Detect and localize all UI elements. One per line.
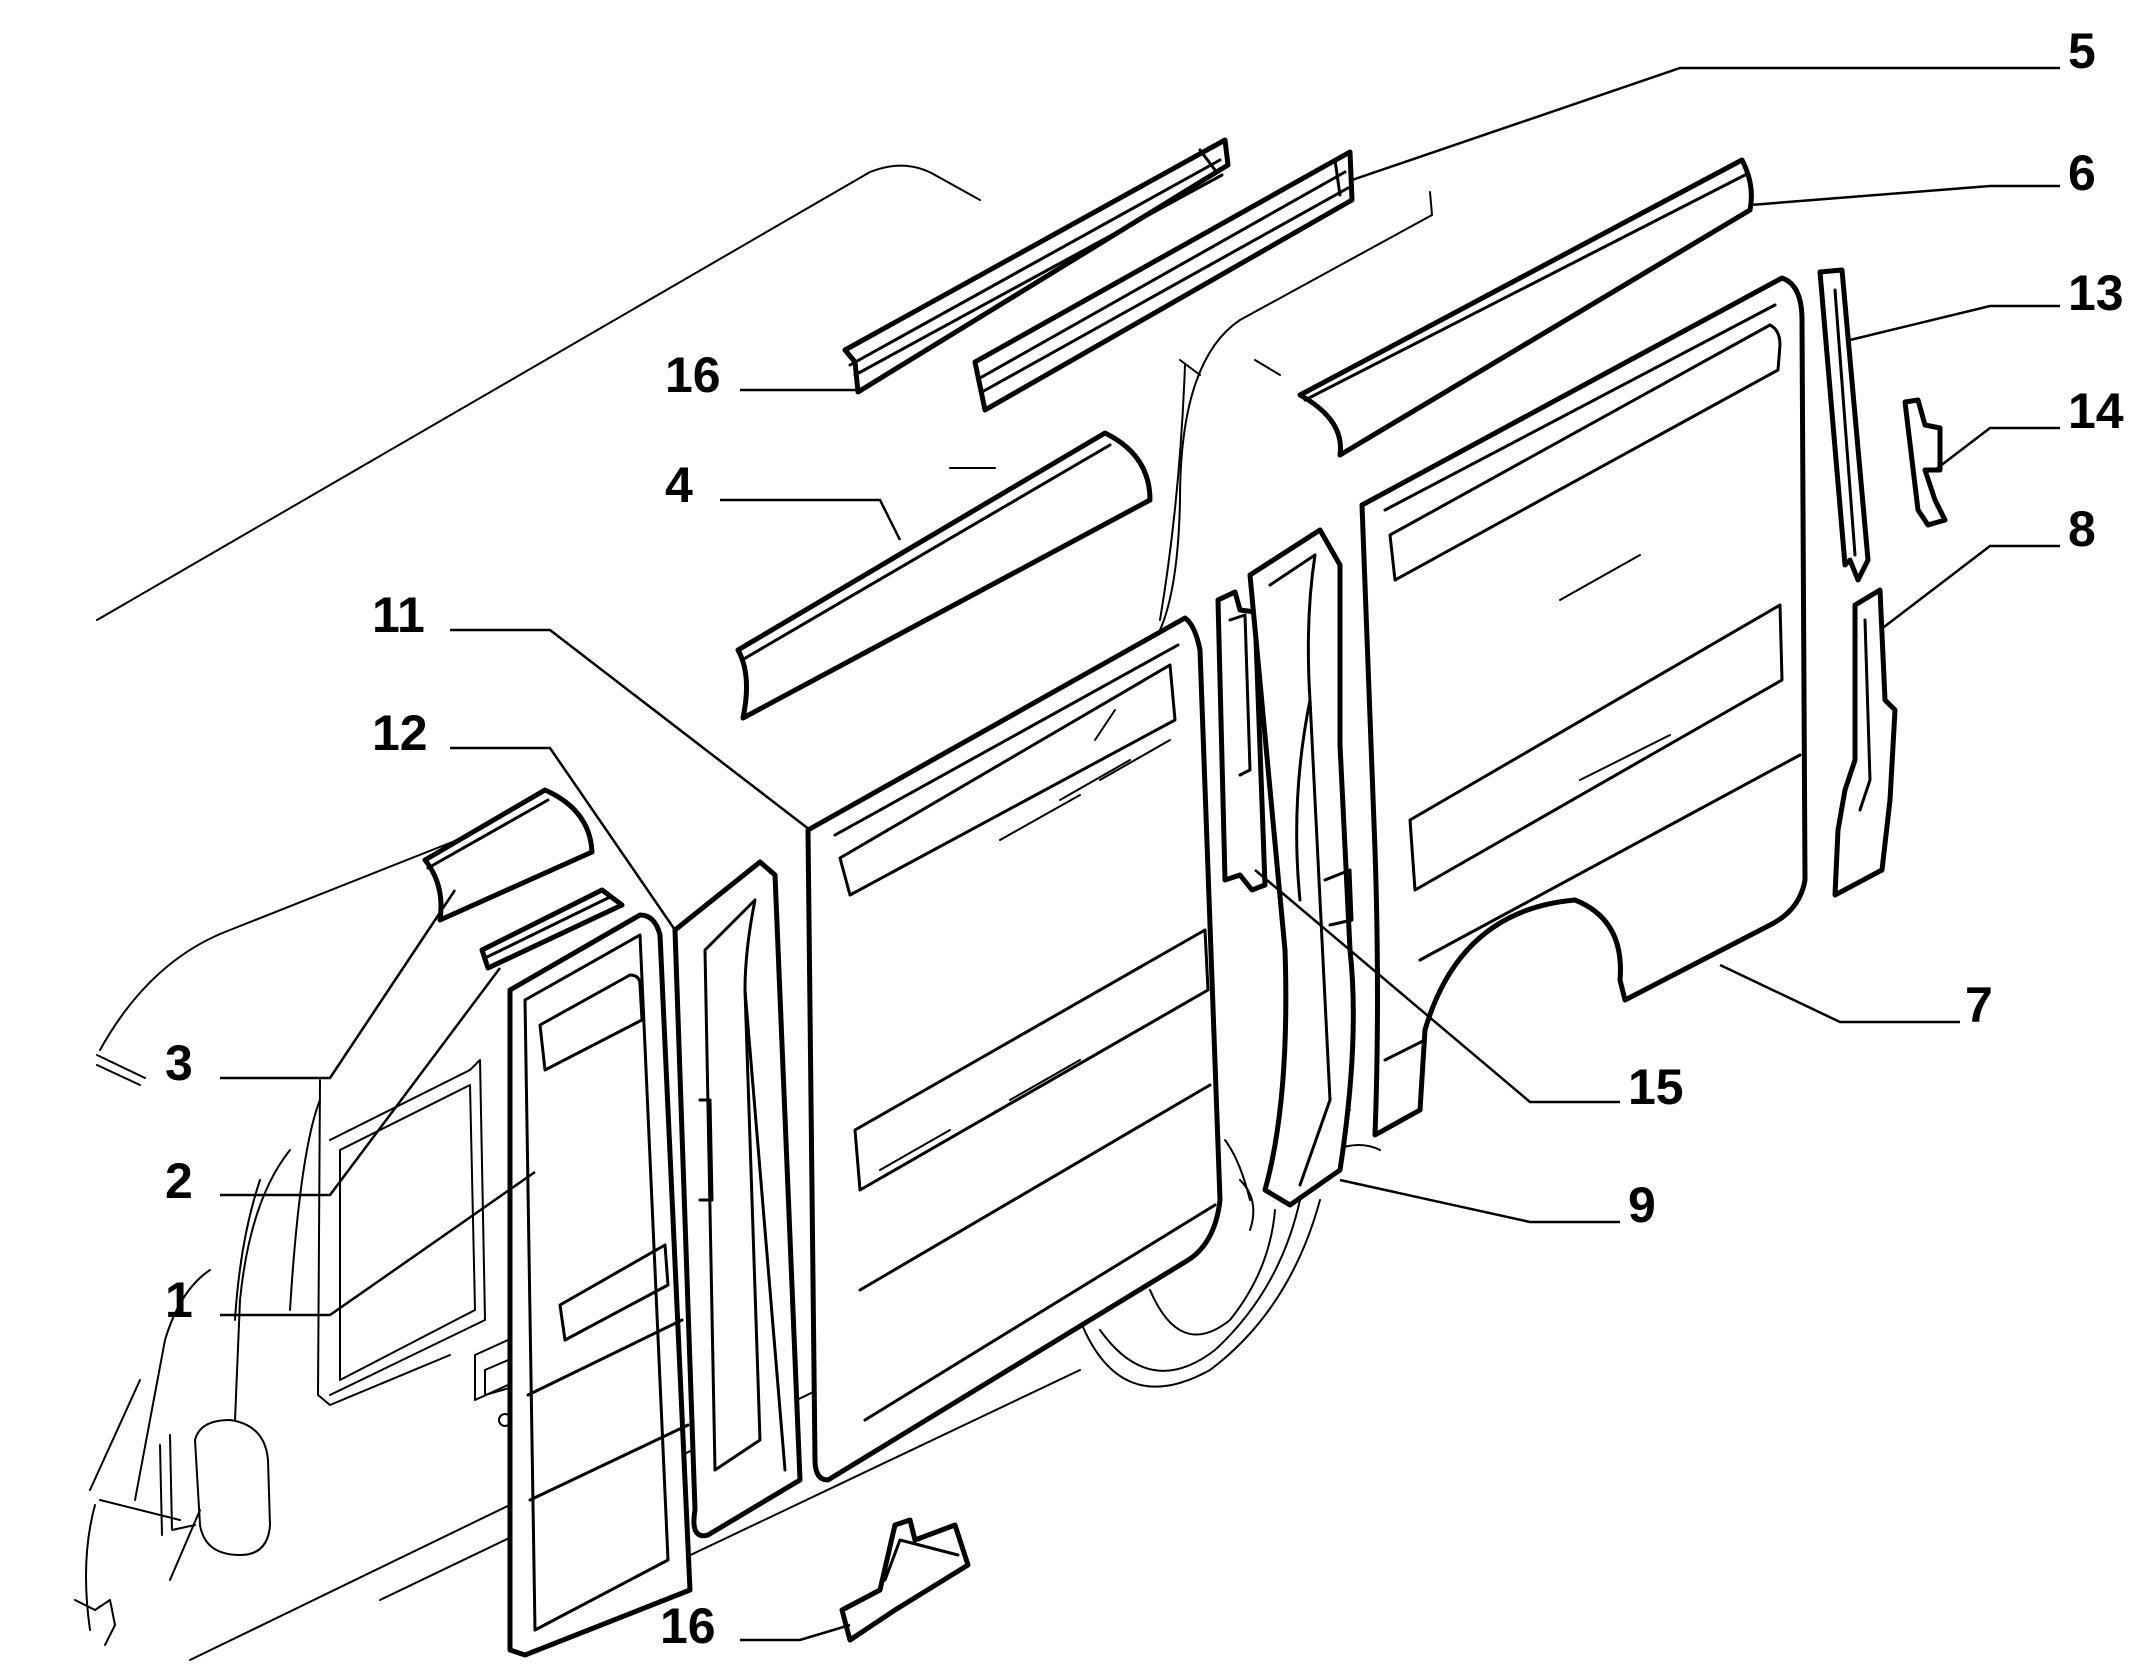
- part-14-bracket: [1902, 397, 1948, 528]
- part-5-roof-channel: [972, 149, 1355, 413]
- part-1-front-pillar-panel: [507, 912, 693, 1658]
- callout-2: 2: [165, 1153, 193, 1209]
- part-16-lower-bracket: [839, 1517, 971, 1643]
- part-11-sliding-door: [805, 615, 1223, 1483]
- callout-9: 9: [1628, 1177, 1656, 1233]
- callout-16-lower: 16: [660, 1598, 716, 1654]
- part-16-upper-channel: [842, 137, 1231, 395]
- part-3-top-cap: [422, 787, 595, 923]
- callout-16-upper: 16: [665, 347, 721, 403]
- callout-6: 6: [2068, 145, 2096, 201]
- part-13-vertical-strip: [1817, 267, 1871, 583]
- part-7-rear-side-panel: [1359, 275, 1808, 1138]
- callout-14: 14: [2068, 383, 2124, 439]
- part-8-rear-lower-pillar: [1832, 587, 1898, 898]
- callout-1: 1: [165, 1272, 193, 1328]
- callout-13: 13: [2068, 265, 2124, 321]
- leader-lines: [220, 66, 2060, 1642]
- callout-4: 4: [665, 457, 693, 513]
- part-6-rear-roof-rail: [1297, 157, 1754, 458]
- callout-3: 3: [165, 1035, 193, 1091]
- part-15-pillar-strip: [1215, 589, 1268, 893]
- callout-8: 8: [2068, 501, 2096, 557]
- callout-labels: 5 6 13 14 8 7 15 9 16 4 11 12 3 2 1 16: [165, 23, 2124, 1654]
- callout-5: 5: [2068, 23, 2096, 79]
- part-12-b-pillar: [672, 859, 803, 1539]
- part-9-c-pillar: [1247, 527, 1356, 1208]
- callout-15: 15: [1628, 1059, 1684, 1115]
- callout-12: 12: [372, 705, 428, 761]
- callout-7: 7: [1965, 977, 1993, 1033]
- callout-11: 11: [372, 587, 425, 643]
- part-4-mid-roof-rail: [735, 430, 1153, 721]
- part-2-channel: [479, 887, 625, 971]
